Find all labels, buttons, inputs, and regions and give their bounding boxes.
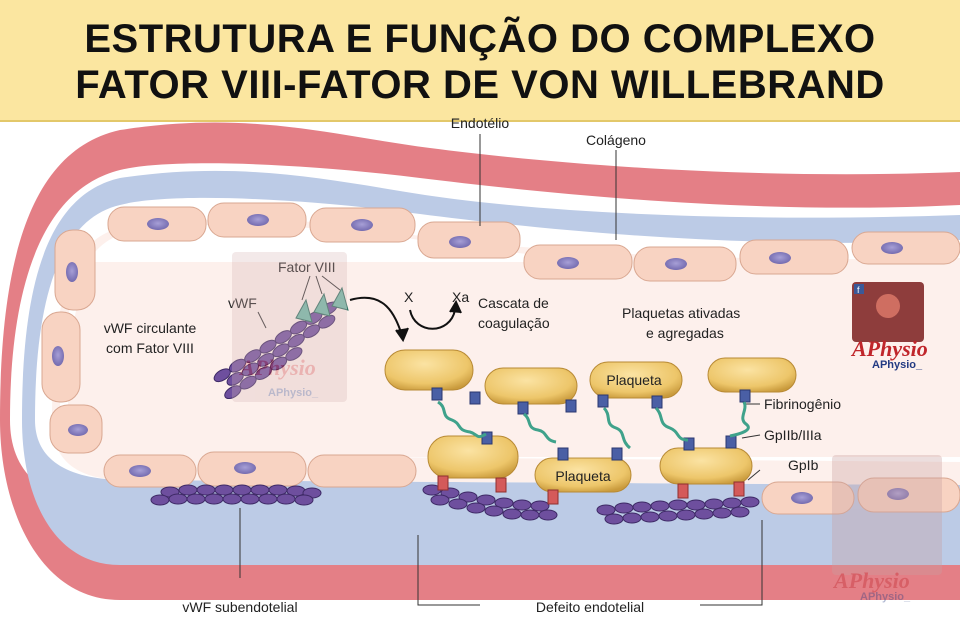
watermark-brand: APhysio: [850, 336, 928, 361]
title-banner: ESTRUTURA E FUNÇÃO DO COMPLEXO FATOR VII…: [0, 0, 960, 122]
fibrinogen-strands: [437, 400, 750, 450]
platelet-upper-4: [707, 357, 797, 393]
label-vwf-circulante-2: com Fator VIII: [106, 340, 194, 356]
collagen-layer: [22, 170, 960, 566]
watermark-top-right: f APhysio APhysio_: [850, 282, 928, 371]
label-vwf: vWF: [228, 295, 257, 311]
gpib-receptors: [437, 475, 745, 505]
vwf-defect-cluster-right: [596, 496, 760, 525]
title-line-2: FATOR VIII-FATOR DE VON WILLEBRAND: [75, 63, 885, 107]
label-cascata-2: coagulação: [478, 315, 550, 331]
label-plaqueta-top: Plaqueta: [606, 372, 661, 388]
label-vwf-subendotelial: vWF subendotelial: [182, 599, 297, 615]
endothelium-left: [41, 229, 103, 454]
watermark-left-faded: APhysio APhysio_: [232, 252, 347, 402]
platelet-upper-3: [589, 361, 683, 399]
watermark-brand-3: APhysio: [238, 355, 316, 380]
label-gpiib-iiia: GpIIb/IIIa: [764, 427, 822, 443]
pointer-lines: [239, 134, 763, 606]
endothelium-bottom: [103, 451, 960, 515]
title-line-1: ESTRUTURA E FUNÇÃO DO COMPLEXO: [84, 17, 876, 61]
platelet-lower-2: [534, 457, 632, 493]
platelet-upper-1: [384, 349, 474, 391]
vwf-subendothelial-cluster: [150, 484, 322, 506]
label-fator-viii: Fator VIII: [278, 259, 336, 275]
label-xa: Xa: [452, 289, 469, 305]
watermark-handle-2: APhysio_: [860, 591, 911, 603]
watermark-brand-2: APhysio: [832, 568, 910, 593]
vessel-wall: [0, 122, 960, 600]
label-colageno: Colágeno: [586, 132, 646, 148]
gpiib-iiia-receptors: [431, 387, 751, 461]
watermark-handle-3: APhysio_: [268, 387, 319, 399]
label-plaqueta-bottom: Plaqueta: [555, 468, 610, 484]
label-vwf-circulante-1: vWF circulante: [104, 320, 197, 336]
label-gpib: GpIb: [788, 457, 819, 473]
cascade-arrow: [349, 296, 462, 343]
platelets: [384, 349, 797, 493]
label-cascata-1: Cascata de: [478, 295, 549, 311]
svg-text:f: f: [857, 285, 860, 295]
label-x: X: [404, 289, 414, 305]
watermark-bottom-right: APhysio APhysio_: [832, 455, 942, 603]
vwf-circulating-complex: [213, 301, 338, 400]
label-plaquetas-ativadas-2: e agregadas: [646, 325, 724, 341]
endothelium-top: [107, 202, 960, 282]
watermark-handle: APhysio_: [872, 359, 923, 371]
factor-viii-cones: [295, 286, 349, 323]
label-fibrinogenio: Fibrinogênio: [764, 396, 841, 412]
label-defeito-endotelial: Defeito endotelial: [536, 599, 644, 615]
label-plaquetas-ativadas-1: Plaquetas ativadas: [622, 305, 740, 321]
platelet-upper-2: [484, 367, 578, 405]
label-endotelio: Endotélio: [451, 115, 510, 131]
vwf-defect-cluster-left: [422, 484, 558, 521]
platelet-lower-3: [659, 447, 753, 485]
platelet-lower-1: [427, 435, 519, 479]
